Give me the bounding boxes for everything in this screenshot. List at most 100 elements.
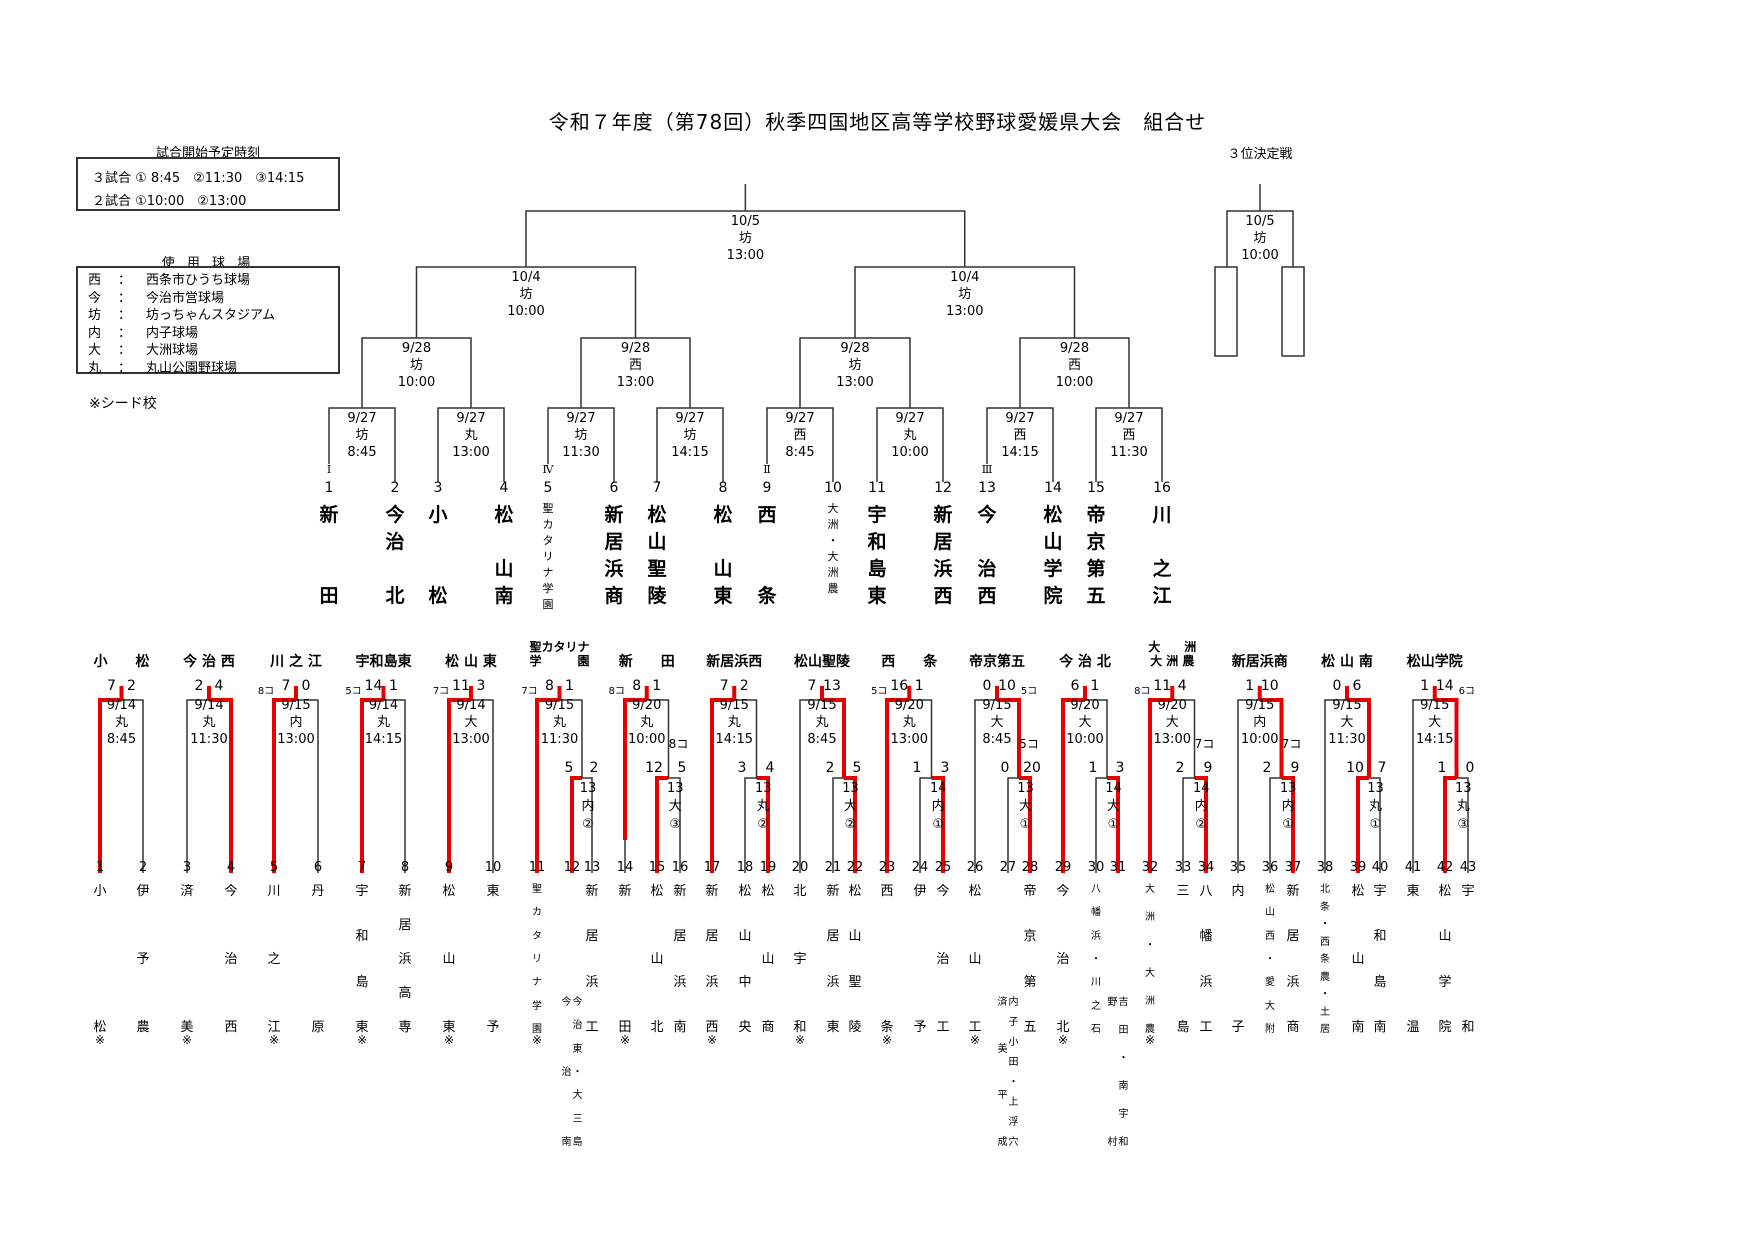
match-date: 9/15 (719, 698, 749, 713)
team-number: 22 (846, 860, 864, 875)
draw-number: 3 (433, 480, 443, 496)
team-number: 25 (934, 860, 952, 875)
block-winner: 新居浜商 (1231, 654, 1288, 670)
score-left: 0 (1332, 678, 1342, 694)
third-place-slot-right (1281, 266, 1305, 357)
match-venue: 大 (1165, 715, 1179, 730)
team-name: 川 之江 (1152, 504, 1172, 607)
venue-abbr: 西 (88, 273, 102, 288)
team-number: 6 (313, 860, 323, 875)
match-date: 9/20 (632, 698, 662, 713)
seed-note: ※シード校 (89, 396, 157, 412)
match-date: 9/15 (1245, 698, 1275, 713)
match-venue: 大 (464, 715, 478, 730)
team-number: 39 (1349, 860, 1367, 875)
match-date: 9/14 (194, 698, 224, 713)
team-number: 15 (648, 860, 666, 875)
venue-sep: ： (118, 290, 132, 306)
team-number: 35 (1229, 860, 1247, 875)
draw-number: 14 (1044, 480, 1062, 496)
called-game: 7コ (432, 686, 450, 697)
team-number: 37 (1284, 860, 1302, 875)
page-title: 令和７年度（第78回）秋季四国地区高等学校野球愛媛県大会 組合せ (548, 110, 1207, 134)
team-name: 松山南 (1351, 884, 1365, 1035)
draw-number: 4 (499, 480, 509, 496)
schedule-row: ２試合 ①10:00 ②13:00 (92, 194, 247, 209)
match-time: 10:00 (507, 304, 545, 319)
sub-score: 12 (645, 760, 663, 776)
team-name: 松 山南 (494, 504, 514, 607)
team-name: 松山西・愛大附 (1265, 884, 1275, 1035)
sub-score: 1 (1437, 760, 1447, 776)
score-left: 7 (107, 678, 116, 694)
block-winner: 新 田 (618, 654, 675, 670)
team-number: 26 (966, 860, 984, 875)
winner-path (1347, 698, 1371, 778)
match-venue: 丸 (464, 428, 478, 443)
team-number: 38 (1316, 860, 1334, 875)
match-venue: 内 (289, 715, 303, 730)
called-game: 8コ (1134, 686, 1151, 697)
venue-abbr: 坊 (88, 308, 102, 323)
block-winner: 聖カタリナ 学 園 (529, 640, 590, 668)
team-number: 9 (444, 860, 454, 875)
match-venue: 大 (1428, 715, 1442, 730)
match-time: 11:30 (540, 732, 579, 747)
match-venue: 坊 (958, 287, 972, 302)
match-time: 10:00 (1055, 375, 1094, 390)
match-date: 9/28 (401, 341, 432, 356)
called-game: 8コ (668, 737, 689, 751)
seed-mark: ※ (881, 1033, 893, 1047)
sub-date: 13 (579, 781, 597, 796)
sub-date: 13 (1017, 781, 1034, 796)
match-venue: 坊 (355, 428, 369, 443)
venue-name: 丸山公園野球場 (146, 360, 238, 376)
called-game: 7コ (521, 686, 538, 697)
venue-name: 坊っちゃんスタジアム (146, 308, 276, 323)
team-name: 松 山東 (713, 504, 733, 607)
winner-path (1194, 776, 1208, 873)
sub-date: 14 (1192, 781, 1210, 796)
match-date: 10/5 (730, 214, 760, 229)
sub-slot: ② (1195, 817, 1208, 832)
seed-mark: ※ (268, 1033, 280, 1047)
called-game: 5コ (1019, 737, 1039, 751)
match-date: 9/15 (1332, 698, 1362, 713)
match-date: 9/27 (675, 411, 705, 426)
draw-number: 6 (609, 480, 619, 496)
venue-abbr: 丸 (88, 360, 102, 376)
called-game: 5コ (345, 686, 362, 697)
sub-score: 5 (852, 760, 862, 776)
sub-slot: ② (757, 817, 770, 832)
match-date: 9/14 (106, 698, 137, 713)
team-name: 内子 (1231, 884, 1245, 1035)
match-venue: 坊 (519, 287, 533, 302)
draw-number: 2 (390, 480, 400, 496)
seed-mark: ※ (181, 1033, 193, 1047)
sub-score: 4 (765, 760, 775, 776)
team-name: 今治北 (1056, 884, 1070, 1035)
match-venue: 丸 (902, 715, 916, 730)
sub-date: 13 (1367, 781, 1384, 796)
draw-number: 11 (868, 480, 886, 496)
draw-number: 7 (652, 480, 662, 496)
score-right: 2 (127, 678, 136, 694)
match-date: 9/27 (347, 411, 377, 426)
winner-path (98, 698, 122, 873)
seed-mark: ※ (794, 1033, 806, 1047)
team-name: 済美 (180, 884, 194, 1035)
draw-number: 8 (718, 480, 728, 496)
match-venue: 丸 (114, 715, 129, 730)
score-left: 1 (1420, 678, 1430, 694)
sub-date: 13 (842, 781, 859, 796)
score-left: 8 (632, 678, 642, 694)
team-name: 今治西 (224, 884, 238, 1035)
called-game: 7コ (1281, 737, 1302, 751)
team-number: 18 (736, 860, 754, 875)
venue-name: 今治市営球場 (146, 290, 225, 306)
match-date: 9/15 (1420, 698, 1450, 713)
team-name: 松山中央 (738, 884, 752, 1035)
sub-score: 3 (1115, 760, 1125, 776)
score-left: 7 (281, 678, 291, 694)
team-number: 31 (1109, 860, 1127, 875)
